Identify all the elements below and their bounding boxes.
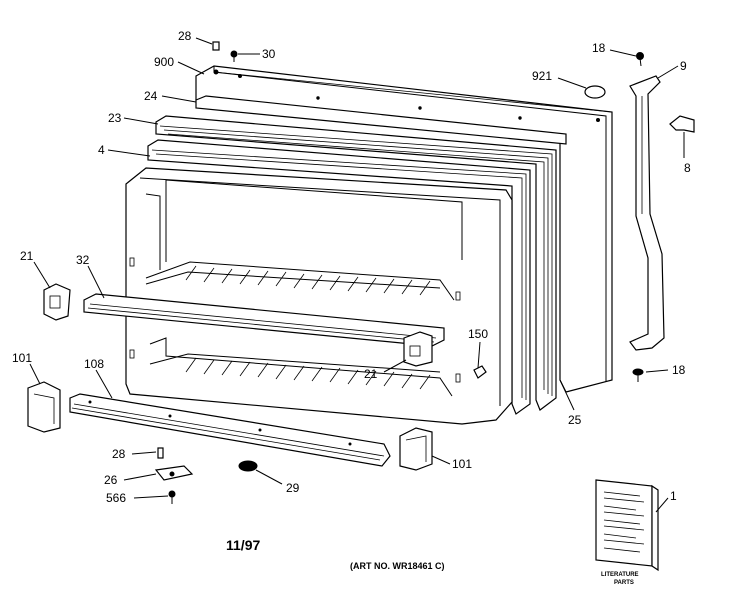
callout-25: 25	[568, 413, 582, 427]
callout-21-right: 21	[364, 367, 378, 381]
callout-labels: 28 30 900 24 23 4 921 18 9 8 21 32 150 2…	[12, 29, 691, 505]
literature-label-line2: PARTS	[614, 580, 634, 586]
end-cap-101-left	[27, 381, 61, 433]
callout-21-left: 21	[20, 249, 34, 263]
callout-29: 29	[286, 481, 300, 495]
callout-101-left: 101	[12, 351, 32, 365]
hinge-bar-9	[629, 75, 665, 351]
literature-booklet-1	[595, 479, 659, 572]
screw-18-bottom	[632, 368, 644, 382]
hinge-plate-26	[154, 465, 194, 481]
bottom-rail-108	[69, 393, 391, 467]
door-liner-4	[147, 139, 531, 415]
pin-28-bottom	[157, 447, 164, 459]
screw-18-top	[636, 52, 644, 67]
callout-921: 921	[532, 69, 552, 83]
literature-label-line1: LITERATURE	[601, 572, 639, 578]
callout-23: 23	[108, 111, 122, 125]
callout-26: 26	[104, 473, 118, 487]
upper-shelf-ribs	[185, 265, 431, 296]
callout-18-top: 18	[592, 41, 606, 55]
callout-566: 566	[106, 491, 126, 505]
callout-18-bottom: 18	[672, 363, 686, 377]
callout-101-right: 101	[452, 457, 472, 471]
callout-24: 24	[144, 89, 158, 103]
art-number: (ART NO. WR18461 C)	[350, 561, 445, 571]
bracket-21-right	[403, 331, 433, 367]
callout-30: 30	[262, 47, 276, 61]
end-cap-101-right	[399, 427, 433, 471]
callout-32: 32	[76, 253, 90, 267]
inner-liner	[125, 167, 513, 425]
door-frame-23	[155, 115, 557, 411]
screw-30	[230, 50, 238, 62]
callout-150: 150	[468, 327, 488, 341]
door-gasket-24	[195, 95, 567, 145]
callout-1: 1	[670, 489, 677, 503]
callout-28-bottom: 28	[112, 447, 126, 461]
lower-shelf-ribs	[185, 357, 431, 390]
hinge-cap-8	[669, 115, 695, 133]
callout-8: 8	[684, 161, 691, 175]
callout-108: 108	[84, 357, 104, 371]
callout-28-top: 28	[178, 29, 192, 43]
plug-28-top	[212, 41, 220, 51]
leader-lines	[29, 37, 685, 513]
callout-9: 9	[680, 59, 687, 73]
booklet-text-lines	[603, 491, 645, 553]
plug-921	[584, 85, 606, 99]
date-code: 11/97	[226, 537, 260, 553]
callout-4: 4	[98, 143, 105, 157]
screw-566	[168, 490, 176, 504]
callout-900: 900	[154, 55, 174, 69]
shelf-rail-32	[83, 293, 445, 347]
door-stop-150	[473, 365, 487, 379]
bracket-21-left	[43, 283, 71, 321]
bumper-29	[238, 460, 258, 472]
